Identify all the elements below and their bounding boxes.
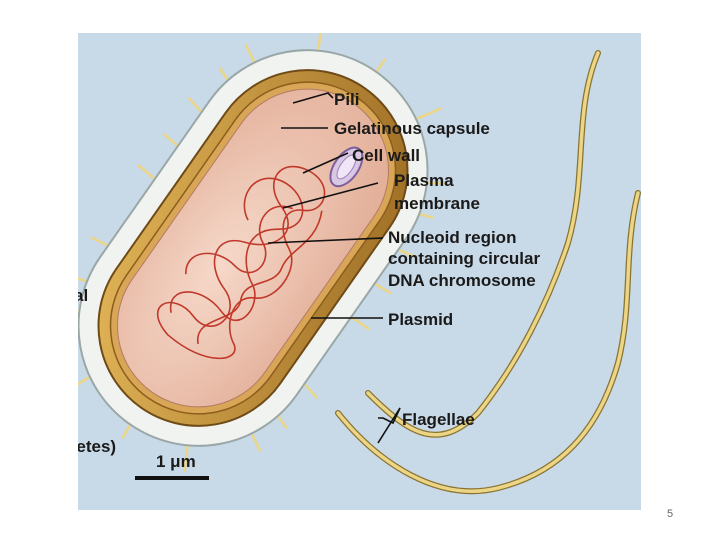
label-pili: Pili [334,90,360,109]
scale-bar: 1 μm [135,452,209,480]
fragment-left-1: al [78,286,88,305]
label-plasma-line1: Plasma [394,171,454,190]
label-nucleoid-line3: DNA chromosome [388,271,536,290]
label-cell-wall: Cell wall [352,146,420,165]
label-nucleoid-line1: Nucleoid region [388,228,516,247]
bacterium-diagram: Pili Gelatinous capsule Cell wall Plasma… [78,33,641,510]
label-flagellae: Flagellae [402,410,475,429]
scale-bar-line [135,476,209,480]
diagram-svg: Pili Gelatinous capsule Cell wall Plasma… [78,33,641,495]
nucleoid-dna [156,165,326,360]
fragment-left-2: hetes) [78,437,116,456]
scale-bar-label: 1 μm [156,452,196,471]
cell-body [78,33,449,473]
label-nucleoid-line2: containing circular [388,249,540,268]
leader-lines [267,92,401,444]
label-gelatinous-capsule: Gelatinous capsule [334,119,490,138]
label-plasma-line2: membrane [394,194,480,213]
label-plasmid: Plasmid [388,310,453,329]
page-number: 5 [667,508,674,520]
